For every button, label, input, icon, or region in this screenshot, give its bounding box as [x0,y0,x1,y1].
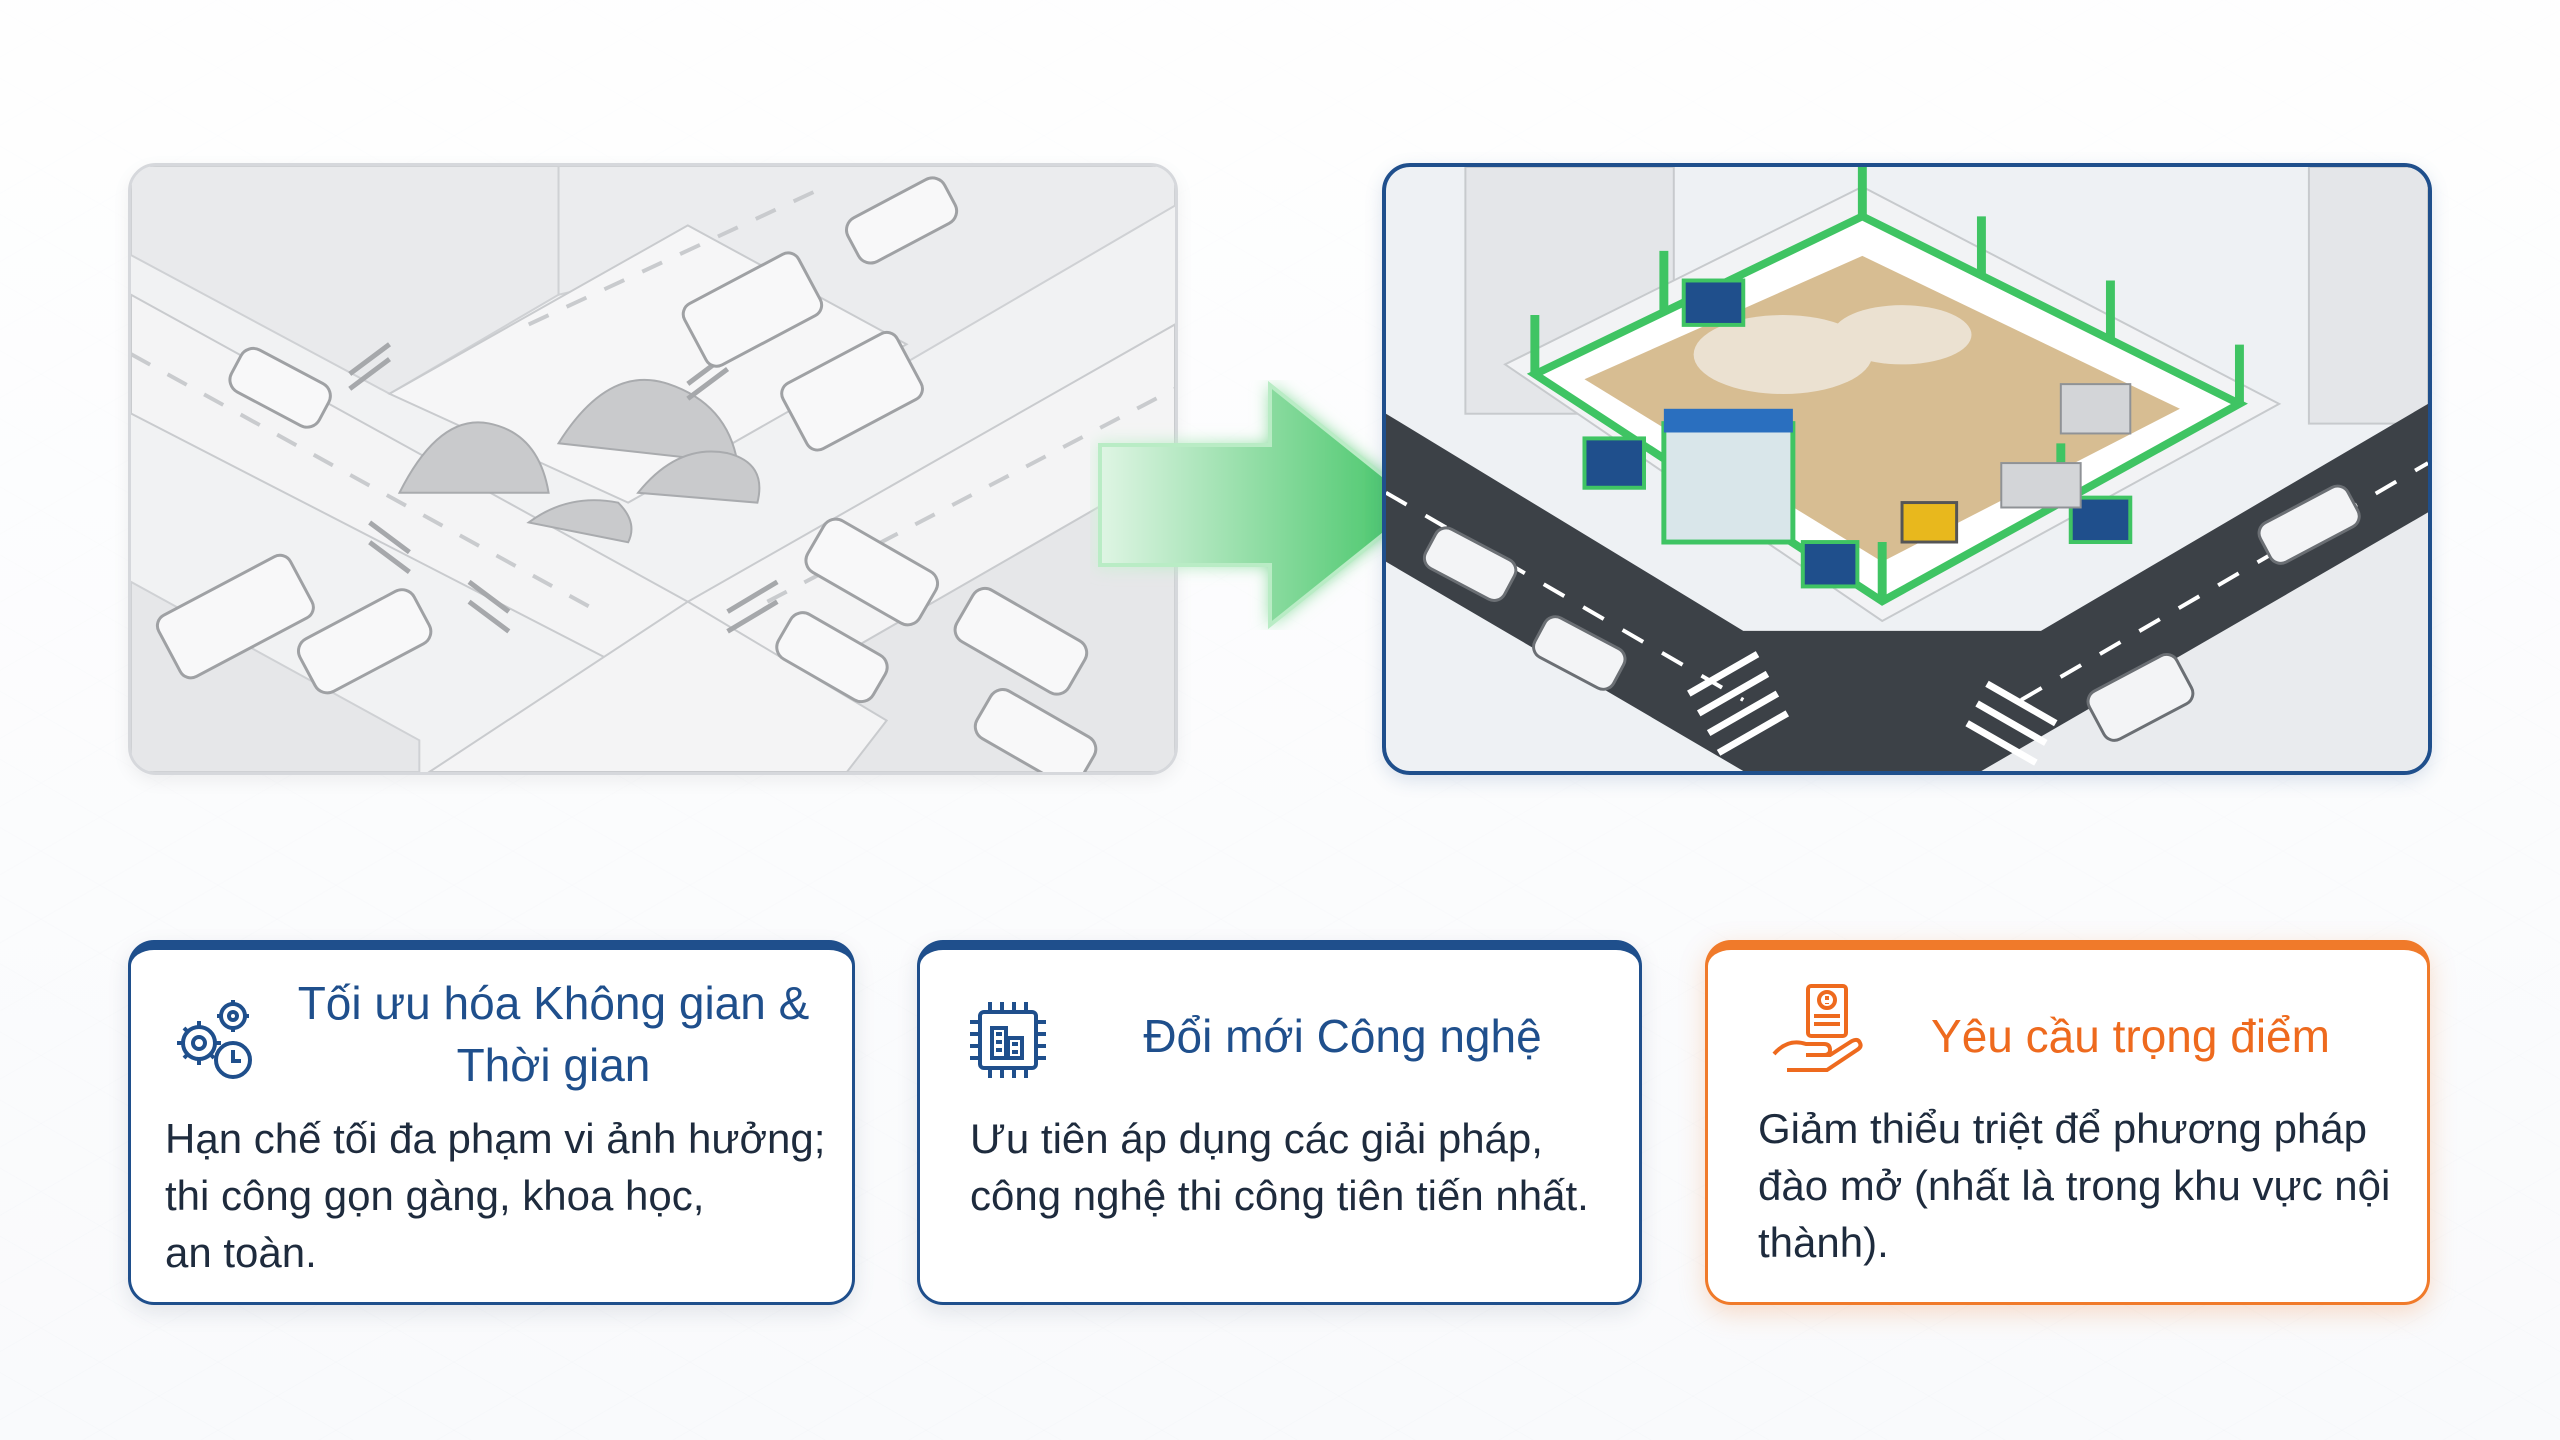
gears-clock-icon [177,1000,252,1079]
chip-building-icon [970,1002,1046,1078]
chaotic-intersection-illustration [131,166,1175,772]
card-key-requirement: Yêu cầu trọng điểm Giảm thiểu triệt để p… [1705,940,2430,1305]
card-technology-innovation: Đổi mới Công nghệ Ưu tiên áp dụng các gi… [917,940,1642,1305]
hand-document-icon [1772,984,1863,1072]
enclosed-construction-site-illustration [1386,167,2428,771]
green-right-arrow-icon [1098,380,1424,630]
card-body-line: đào mở (nhất là trong khu vực nội [1758,1162,2391,1209]
card-body-line: thành). [1758,1219,1889,1266]
card-body-line: Ưu tiên áp dụng các giải pháp, [970,1115,1543,1162]
card-body-line: thi công gọn gàng, khoa học, [165,1172,705,1219]
after-panel [1382,163,2432,775]
card-body-line: Hạn chế tối đa phạm vi ảnh hưởng; [165,1115,826,1162]
card-body-line: an toàn. [165,1229,317,1276]
card-title-line: Yêu cầu trọng điểm [1931,1010,2330,1062]
before-panel [128,163,1178,775]
card-title-line: Đổi mới Công nghệ [1143,1010,1542,1062]
card-optimize-space-time: Tối ưu hóa Không gian & Thời gian Hạn ch… [128,940,855,1305]
card-body-line: Giảm thiểu triệt để phương pháp [1758,1105,2368,1152]
card-title-line: Tối ưu hóa Không gian & [297,977,810,1029]
card-title-line: Thời gian [456,1039,651,1091]
card-body-line: công nghệ thi công tiên tiến nhất. [970,1172,1589,1219]
